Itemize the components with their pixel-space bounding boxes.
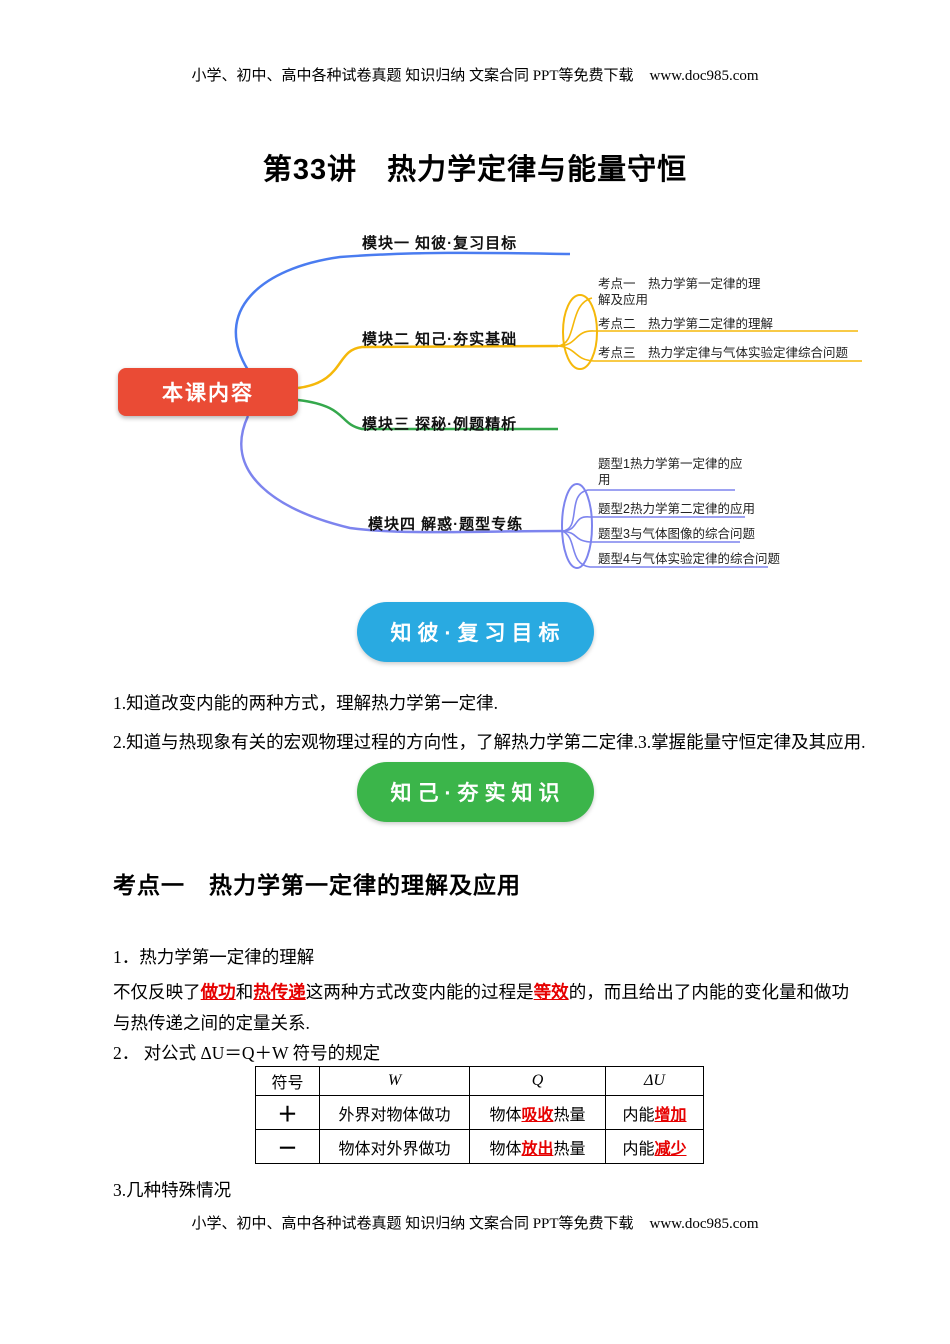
text-segment: 物体: [489, 1140, 522, 1158]
branch3-curve: [297, 398, 558, 431]
mindmap-branch-3: 模块三 探秘·例题精析: [362, 416, 518, 433]
text-segment: 不仅反映了: [113, 982, 201, 1002]
branch2-child1-connector: [557, 297, 593, 347]
branch4-child3-connector: [561, 530, 740, 543]
mindmap-leaf-kaodian-3: 考点三 热力学定律与气体实验定律综合问题: [598, 346, 849, 360]
page-title: 第33讲 热力学定律与能量守恒: [262, 154, 688, 186]
branch2-loop: [562, 294, 598, 370]
review-goal-1: 1.知道改变内能的两种方式，理解热力学第一定律.: [113, 693, 498, 713]
table-cell: 物体对外界做功: [319, 1129, 470, 1164]
sign-table-row: ＋外界对物体做功物体吸收热量内能增加: [255, 1095, 704, 1130]
mindmap-branch-1: 模块一 知彼·复习目标: [362, 235, 518, 252]
text-segment: 内能: [622, 1106, 655, 1124]
highlighted-term: 热传递: [253, 982, 306, 1002]
header-url-link[interactable]: www.doc985.com: [649, 68, 759, 84]
text-segment: －: [277, 1138, 298, 1160]
footer-url-link[interactable]: www.doc985.com: [649, 1216, 759, 1232]
table-cell: 内能增加: [605, 1095, 704, 1130]
point-1-paragraph: 不仅反映了做功和热传递这两种方式改变内能的过程是等效的，而且给出了内能的变化量和…: [113, 977, 849, 1039]
branch4-child1-connector: [561, 489, 735, 532]
mindmap-leaf-tixing-1: 题型1热力学第一定律的应用: [598, 457, 743, 487]
header-text: 小学、初中、高中各种试卷真题 知识归纳 文案合同 PPT等免费下载: [191, 68, 634, 84]
sign-table-header-cell: ΔU: [605, 1066, 704, 1096]
mindmap-branch-4: 模块四 解惑·题型专练: [368, 516, 524, 533]
branch4-child2-connector: [561, 516, 745, 532]
text-segment: 这两种方式改变内能的过程是: [305, 982, 534, 1002]
basics-badge-row: 知己·夯实知识: [0, 762, 950, 822]
highlighted-term: 吸收: [521, 1106, 554, 1124]
table-cell: 外界对物体做功: [319, 1095, 470, 1130]
highlighted-term: 增加: [654, 1106, 687, 1124]
highlighted-term: 减少: [654, 1140, 687, 1158]
sign-table-header-cell: W: [319, 1066, 470, 1096]
sign-cell: ＋: [255, 1095, 320, 1130]
branch4-loop: [561, 483, 593, 569]
sign-table-header-cell: Q: [469, 1066, 606, 1096]
mindmap-connectors: [234, 251, 862, 569]
review-goal-2: 2.知道与热现象有关的宏观物理过程的方向性，了解热力学第二定律.3.掌握能量守恒…: [113, 732, 866, 752]
point-1-title: 1．热力学第一定律的理解: [113, 947, 315, 967]
branch4-curve: [240, 415, 563, 534]
text-segment: 的，而且给出了内能的变化量和做功与热传递之间的定量关系.: [113, 982, 850, 1033]
table-cell: 物体放出热量: [469, 1129, 606, 1164]
point-2-title: 2． 对公式 ΔU＝Q＋W 符号的规定: [113, 1043, 381, 1063]
page-header: 小学、初中、高中各种试卷真题 知识归纳 文案合同 PPT等免费下载 www.doc…: [0, 64, 950, 85]
review-badge-row: 知彼·复习目标: [0, 602, 950, 662]
branch4-child4-connector: [561, 530, 768, 568]
highlighted-term: 做功: [200, 982, 236, 1002]
mindmap-leaf-tixing-2: 题型2热力学第二定律的应用: [598, 502, 755, 516]
mindmap-leaf-kaodian-2: 考点二 热力学第二定律的理解: [598, 317, 774, 331]
badge-review-goals: 知彼·复习目标: [356, 602, 594, 662]
text-segment: 热量: [553, 1140, 586, 1158]
sign-cell: －: [255, 1129, 320, 1164]
text-segment: ＋: [277, 1104, 298, 1126]
kaodian-1-heading: 考点一 热力学第一定律的理解及应用: [113, 872, 521, 898]
sign-table-header-cell: 符号: [255, 1066, 320, 1096]
branch2-child3-connector: [557, 345, 862, 362]
footer-text: 小学、初中、高中各种试卷真题 知识归纳 文案合同 PPT等免费下载: [191, 1216, 634, 1232]
mindmap-leaf-kaodian-1: 考点一 热力学第一定律的理解及应用: [598, 277, 761, 307]
sign-table-row: －物体对外界做功物体放出热量内能减少: [255, 1129, 704, 1164]
text-segment: 和: [235, 982, 254, 1002]
branch2-curve: [297, 344, 559, 390]
branch1-curve: [234, 251, 571, 371]
mindmap-leaf-tixing-3: 题型3与气体图像的综合问题: [598, 527, 755, 541]
table-cell: 内能减少: [605, 1129, 704, 1164]
badge-solid-knowledge: 知己·夯实知识: [356, 762, 594, 822]
text-segment: 热量: [553, 1106, 586, 1124]
branch2-child2-connector: [557, 330, 858, 347]
text-segment: 外界对物体做功: [338, 1106, 451, 1124]
mindmap-branch-2: 模块二 知己·夯实基础: [362, 331, 518, 348]
page-footer: 小学、初中、高中各种试卷真题 知识归纳 文案合同 PPT等免费下载 www.doc…: [0, 1212, 950, 1233]
text-segment: 内能: [622, 1140, 655, 1158]
text-segment: 物体对外界做功: [338, 1140, 451, 1158]
text-segment: 物体: [489, 1106, 522, 1124]
mindmap-leaf-tixing-4: 题型4与气体实验定律的综合问题: [598, 552, 780, 566]
mindmap-root-node: 本课内容: [118, 368, 298, 416]
highlighted-term: 等效: [533, 982, 569, 1002]
table-cell: 物体吸收热量: [469, 1095, 606, 1130]
point-3-title: 3.几种特殊情况: [113, 1180, 232, 1200]
highlighted-term: 放出: [521, 1140, 554, 1158]
sign-table-body: ＋外界对物体做功物体吸收热量内能增加－物体对外界做功物体放出热量内能减少: [255, 1095, 704, 1164]
mindmap: 本课内容 模块一 知彼·复习目标 模块二 知己·夯实基础 模块三 探秘·例题精析…: [100, 210, 900, 605]
